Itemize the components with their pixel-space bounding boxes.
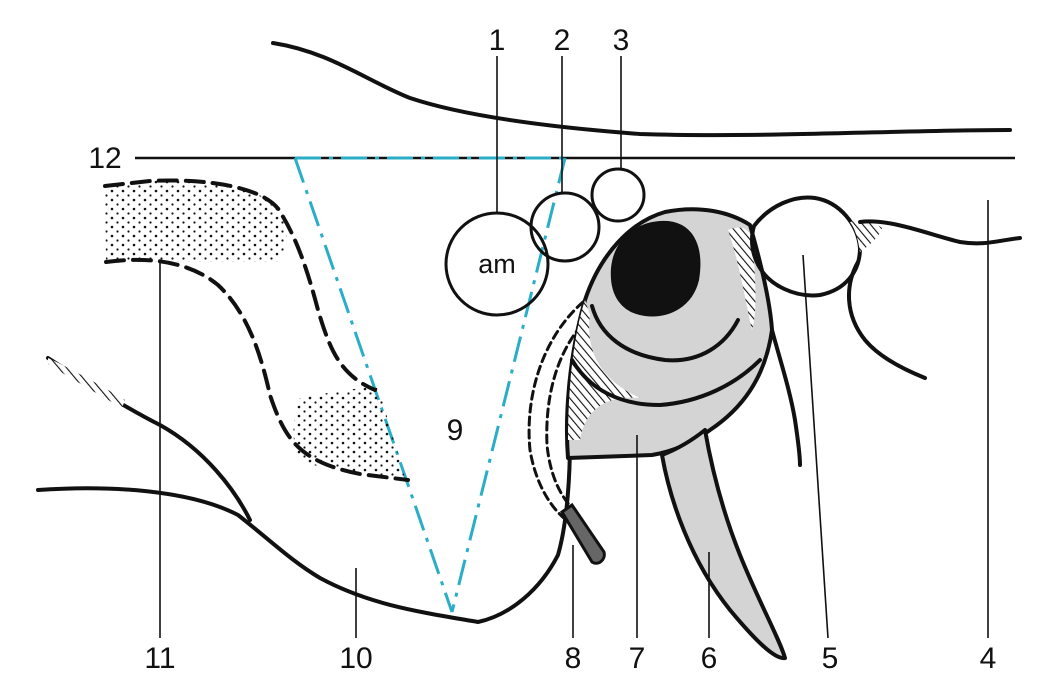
circle-5-hatch (850, 221, 882, 252)
dashed-arc-outer (527, 300, 585, 522)
label-4: 4 (980, 642, 997, 675)
label-12: 12 (88, 142, 121, 175)
right-lower-branch (847, 260, 927, 380)
circle-5-outline (750, 195, 862, 298)
left-diagonal-hatch (48, 358, 125, 408)
dashed-channel-inner (104, 257, 410, 482)
label-7: 7 (629, 642, 646, 675)
circle-2 (529, 191, 601, 263)
label-5: 5 (822, 642, 839, 675)
label-am: am (478, 249, 516, 279)
dashed-channel-outer (103, 178, 377, 392)
upper-contour (271, 41, 1012, 138)
label-2: 2 (554, 24, 571, 57)
label-3: 3 (613, 24, 630, 57)
structure-7-ring-outer (570, 358, 762, 407)
label-10: 10 (339, 642, 372, 675)
label-6: 6 (701, 642, 718, 675)
structure-8-rod (559, 502, 606, 565)
label-1: 1 (489, 24, 506, 57)
dotted-band-lower (293, 386, 405, 478)
label-9: 9 (447, 414, 464, 447)
floor-contour (36, 438, 572, 624)
label-11: 11 (144, 642, 175, 675)
structure-7-hatch-right (728, 227, 756, 330)
right-branch-contour (858, 219, 1022, 246)
structure-7-ring-inner (590, 304, 740, 363)
leader-5 (802, 254, 829, 639)
structure-7-hatch (568, 300, 640, 440)
circle-3 (590, 167, 646, 223)
cyan-guide-triangle (293, 156, 567, 613)
right-descending-contour (770, 328, 802, 467)
label-8: 8 (565, 642, 582, 675)
dotted-band-upper (105, 180, 287, 262)
structure-6-root (660, 428, 787, 661)
dashed-arc-inner (545, 314, 592, 510)
structure-7-dark-core (610, 220, 701, 317)
